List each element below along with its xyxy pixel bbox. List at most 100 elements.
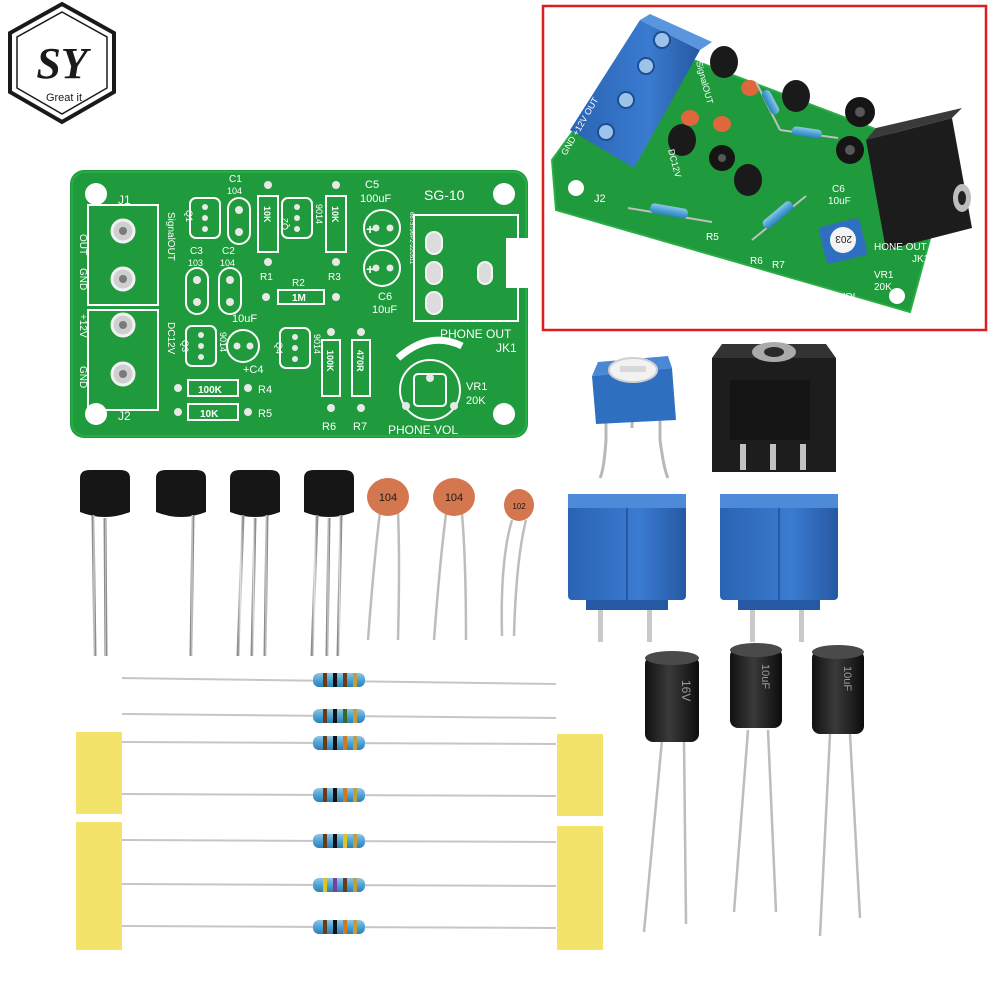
resistor <box>121 673 557 687</box>
transistor <box>304 470 354 657</box>
pcb-label-r3-val: 10K <box>330 206 340 223</box>
ceramic-capacitor: 102 <box>500 489 534 637</box>
resistor <box>121 920 557 934</box>
transistor <box>80 470 130 657</box>
resistor <box>121 834 557 848</box>
transistor <box>230 470 280 657</box>
inset-label-r5: R5 <box>706 232 719 243</box>
pcb-label-c3: C3 <box>190 246 203 257</box>
ceramic-cap-label: 104 <box>379 492 397 504</box>
pcb-label-c3-val: 103 <box>188 258 203 268</box>
electrolytic-capacitors: 16V 10uF 10uF <box>642 643 864 937</box>
electrolytic-cap-label: 10uF <box>841 666 853 691</box>
pcb-label-c4: +C4 <box>243 364 264 376</box>
inset-label-c6: C6 <box>832 184 845 195</box>
pcb-label-c2: C2 <box>222 246 235 257</box>
inset-label-j2: J2 <box>594 193 606 205</box>
pcb-label-gnd2: GND <box>77 366 88 388</box>
pcb-label-q2-val: 9014 <box>314 204 324 224</box>
pcb-label-c1-val: 104 <box>227 186 242 196</box>
ceramic-capacitor: 104 <box>366 478 409 641</box>
assembled-board-inset: 203 J2 GND +12V OUT SignalOUT DC12V R5 R… <box>541 4 988 332</box>
electrolytic-cap-label: 10uF <box>759 664 771 689</box>
tape-strip <box>557 826 603 950</box>
pcb-label-out: OUT <box>77 234 88 255</box>
ceramic-cap-label: 102 <box>512 502 526 511</box>
pcb-label-c1: C1 <box>229 174 242 185</box>
transistor-set <box>80 470 354 657</box>
svg-text:+: + <box>366 261 374 277</box>
brand-logo: SY Great it <box>8 1 116 125</box>
pcb-label-vr1-val: 20K <box>466 395 486 407</box>
pcb-label-dc12v: DC12V <box>165 322 176 355</box>
resistor <box>121 878 557 892</box>
pcb-label-r2-val: 1M <box>292 293 306 304</box>
screw-terminal-blocks <box>568 494 838 642</box>
pcb-label-c6: C6 <box>378 291 392 303</box>
headphone-jack <box>712 342 836 472</box>
screw-terminal <box>720 494 838 642</box>
screw-terminal <box>568 494 686 642</box>
inset-label-c6-val: 10uF <box>828 196 851 207</box>
pcb-label-r5: R5 <box>258 408 272 420</box>
pcb-label-r2: R2 <box>292 278 305 289</box>
pcb-label-jk1: JK1 <box>496 341 517 355</box>
pcb-label-phone-out: PHONE OUT <box>440 327 512 341</box>
logo-letters: SY <box>36 39 91 88</box>
ceramic-capacitor: 104 <box>432 478 475 641</box>
pcb-label-q3-val: 9014 <box>218 332 228 352</box>
inset-label-phone-out: HONE OUT <box>874 242 927 253</box>
pcb-label-r7: R7 <box>353 421 367 433</box>
pcb-label-q4-val: 9014 <box>312 334 322 354</box>
main-pcb: J1 J2 OUT GND +12V GND SignalOUT DC12V C… <box>70 170 528 438</box>
svg-text:+: + <box>366 221 374 237</box>
pcb-label-r4-val: 100K <box>198 385 223 396</box>
ceramic-capacitors: 104 104 102 <box>366 478 534 641</box>
pcb-label-r4: R4 <box>258 384 272 396</box>
ceramic-cap-label: 104 <box>445 492 463 504</box>
pcb-label-c4-val: 10uF <box>232 313 257 325</box>
resistor <box>121 736 557 750</box>
logo-hexagon <box>8 1 116 125</box>
tape-strip <box>76 822 122 950</box>
pcb-label-12v: +12V <box>77 314 88 338</box>
pcb-serial: 6675796P2-220511 <box>408 212 414 265</box>
pcb-label-q1: Q1 <box>184 210 194 222</box>
pcb-label-gnd: GND <box>77 268 88 290</box>
electrolytic-capacitor: 10uF <box>812 645 864 937</box>
inset-label-r6: R6 <box>750 256 763 267</box>
logo-tagline: Great it <box>46 92 82 104</box>
pcb-label-c5-val: 100uF <box>360 193 391 205</box>
pcb-label-c6-val: 10uF <box>372 304 397 316</box>
pcb-board-name: SG-10 <box>424 187 465 203</box>
pcb-label-r1-val: 10K <box>262 206 272 223</box>
pcb-label-c2-val: 104 <box>220 258 235 268</box>
pcb-label-r5-val: 10K <box>200 409 219 420</box>
pcb-label-r7-val: 470R <box>355 350 365 372</box>
pcb-label-j1: J1 <box>118 193 131 207</box>
pcb-label-r6-val: 100K <box>325 350 335 372</box>
inset-label-r7: R7 <box>772 260 785 271</box>
inset-label-phone-vol: PHONE VOL <box>800 292 859 303</box>
inset-label-vr1: VR1 <box>874 270 894 281</box>
pcb-label-q2: Q2 <box>280 218 290 230</box>
pcb-label-phone-vol: PHONE VOL <box>388 423 458 437</box>
inset-label-vr1-val: 20K <box>874 282 892 293</box>
tape-strip <box>557 734 603 816</box>
pcb-label-r1: R1 <box>260 272 273 283</box>
inset-label-jk1: JK1 <box>912 254 930 265</box>
pcb-label-q3: Q3 <box>180 340 190 352</box>
electrolytic-capacitor: 10uF <box>730 643 782 913</box>
electrolytic-cap-label: 16V <box>679 680 693 701</box>
tape-strip <box>76 732 122 814</box>
pcb-label-vr1: VR1 <box>466 381 487 393</box>
resistor <box>121 709 557 723</box>
resistor-set <box>76 673 603 950</box>
pcb-label-c5: C5 <box>365 179 379 191</box>
pcb-label-signal-out: SignalOUT <box>165 212 176 261</box>
pcb-label-r3: R3 <box>328 272 341 283</box>
pcb-label-q4: Q4 <box>274 342 284 354</box>
inset-trimmer-code: 203 <box>835 233 852 244</box>
transistor <box>156 470 206 657</box>
